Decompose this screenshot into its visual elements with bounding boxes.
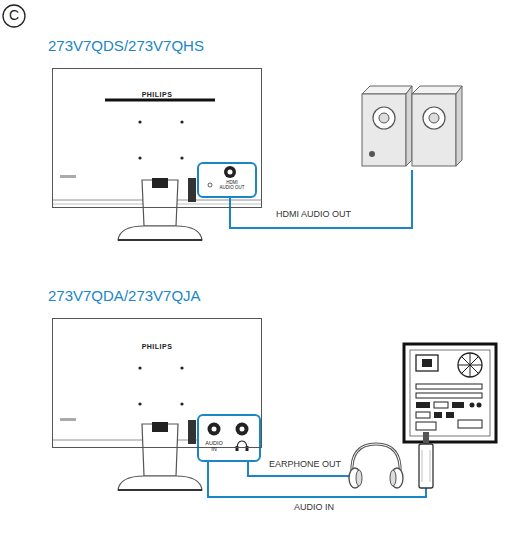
brand-name: PHILIPS xyxy=(142,343,173,350)
audio-cable xyxy=(230,170,412,228)
headphones xyxy=(349,444,403,488)
figure-letter: C xyxy=(9,8,19,23)
speakers xyxy=(362,86,462,166)
audio-plug xyxy=(419,432,433,488)
cable-label: HDMI AUDIO OUT xyxy=(274,210,353,220)
cable-label: AUDIO IN xyxy=(292,503,336,513)
brand-name: PHILIPS xyxy=(142,91,173,98)
earphone-cable xyxy=(248,461,352,476)
monitor-back xyxy=(52,318,262,490)
cable-label: EARPHONE OUT xyxy=(267,460,343,470)
audio-cable xyxy=(208,461,426,497)
model-heading: 273V7QDA/273V7QJA xyxy=(48,288,201,305)
model-heading: 273V7QDS/273V7QHS xyxy=(48,38,204,55)
port-label: AUDIO IN xyxy=(204,441,224,453)
letter-circle xyxy=(3,5,25,27)
port-label: HDMI AUDIO OUT xyxy=(219,181,245,190)
computer-back xyxy=(404,344,496,442)
monitor-body: PHILIPS xyxy=(52,318,262,448)
